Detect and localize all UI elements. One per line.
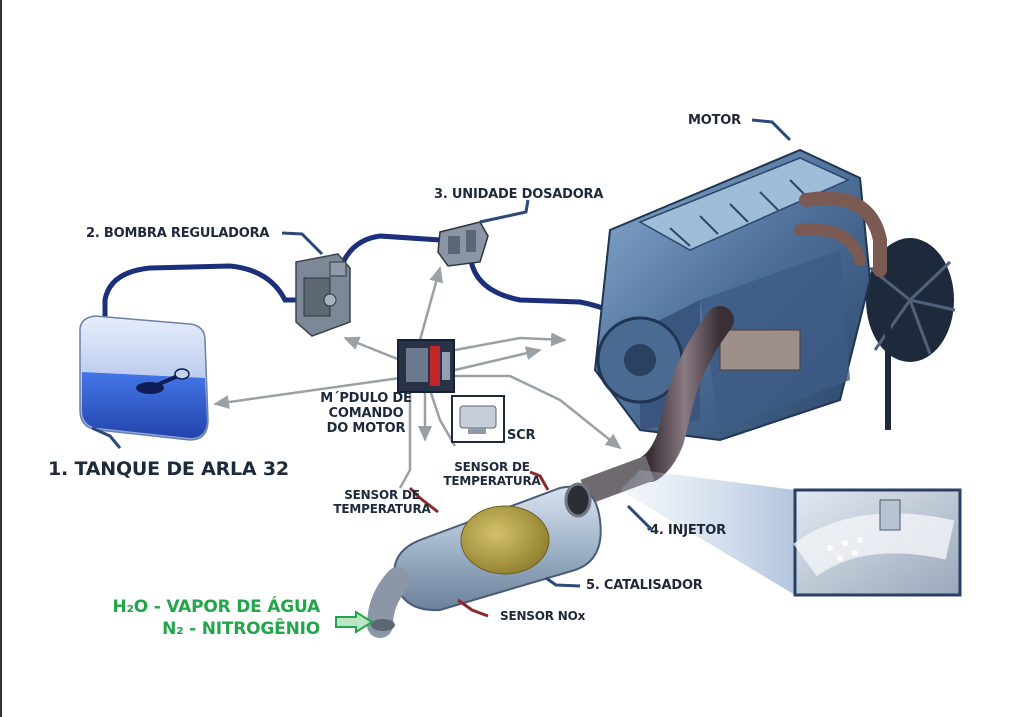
label-modulo-line1: M´PDULO DE [320,391,412,406]
label-motor: MOTOR [688,113,741,128]
label-output-h2o: H₂O - VAPOR DE ÁGUA [112,597,321,617]
label-outputs: H₂O - VAPOR DE ÁGUA N₂ - NITROGÊNIO [100,596,321,640]
label-modulo-comando: M´PDULO DE COMANDO DO MOTOR [311,391,421,436]
label-sensor-temp-2-line2: TEMPERATURA [443,474,541,488]
label-unidade-dosadora: 3. UNIDADE DOSADORA [434,187,604,202]
label-sensor-temp-2: SENSOR DE TEMPERATURA [440,460,544,488]
arla-tank [79,315,209,441]
label-sensor-temp-1-line1: SENSOR DE [344,488,420,502]
zoom-beam [620,470,795,595]
scr-module [451,395,505,443]
label-sensor-temp-2-line1: SENSOR DE [454,460,530,474]
label-injetor: 4. INJETOR [650,523,726,538]
output-arrow-icon [335,610,374,634]
dosing-unit [437,221,489,267]
regulator-pump [295,253,351,337]
label-sensor-temp-1-line2: TEMPERATURA [333,502,431,516]
injector-detail-inset [793,488,962,597]
leader-lines [91,118,792,588]
label-output-n2: N₂ - NITROGÊNIO [162,619,320,639]
signal-network [213,266,622,489]
label-modulo-line3: DO MOTOR [326,421,406,436]
label-modulo-line2: COMANDO [328,406,404,421]
label-bomba-reguladora: 2. BOMBRA REGULADORA [86,226,270,241]
label-scr: SCR [507,428,536,443]
engine [593,148,956,442]
label-sensor-nox: SENSOR NOx [500,609,586,623]
engine-control-module [397,339,455,393]
label-sensor-temp-1: SENSOR DE TEMPERATURA [330,488,434,516]
label-catalisador: 5. CATALISADOR [586,578,703,593]
catalyst-muffler [367,482,602,638]
leader-lines-red [408,470,550,618]
label-tanque: 1. TANQUE DE ARLA 32 [48,458,289,480]
